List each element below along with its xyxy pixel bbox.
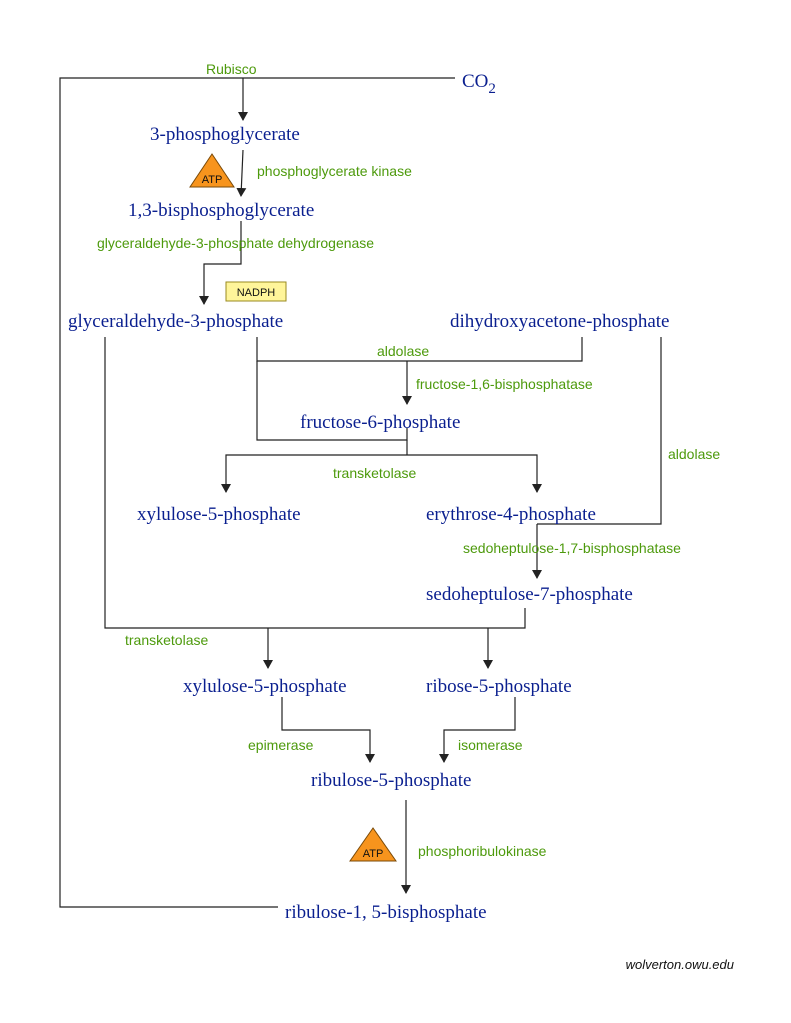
nadph-box: [225, 281, 287, 302]
atp-label-2: ATP: [363, 848, 384, 860]
atp-badge-1: ATP: [189, 153, 235, 188]
aldolase-1-line: [256, 337, 583, 362]
enzyme-fbpase: fructose-1,6-bisphosphatase: [416, 376, 593, 392]
metabolite-xylulose-5-phosphate-1: xylulose-5-phosphate: [137, 504, 301, 525]
atp-label-1: ATP: [202, 174, 223, 186]
enzyme-aldolase-1: aldolase: [377, 343, 429, 359]
epimerase-arrow: [281, 697, 375, 763]
metabolite-ribulose-5-phosphate: ribulose-5-phosphate: [311, 770, 471, 791]
metabolite-ribulose-1-5-bisphosphate: ribulose-1, 5-bisphosphate: [285, 902, 487, 923]
enzyme-isomerase: isomerase: [458, 737, 523, 753]
cycle-return-line: [59, 77, 455, 908]
enzyme-transketolase-1: transketolase: [333, 465, 416, 481]
enzyme-rubisco: Rubisco: [206, 61, 257, 77]
metabolite-3-phosphoglycerate: 3-phosphoglycerate: [150, 124, 300, 145]
metabolite-1-3-bisphosphoglycerate: 1,3-bisphosphoglycerate: [128, 200, 314, 221]
f6p-bracket-line: [256, 361, 408, 441]
metabolite-erythrose-4-phosphate: erythrose-4-phosphate: [426, 504, 596, 525]
to-xu5p-1-arrow: [221, 454, 407, 493]
nadph-label: NADPH: [237, 287, 276, 299]
metabolite-fructose-6-phosphate: fructose-6-phosphate: [300, 412, 460, 433]
enzyme-aldolase-2: aldolase: [668, 446, 720, 462]
metabolite-glyceraldehyde-3-phosphate: glyceraldehyde-3-phosphate: [68, 311, 283, 332]
aldolase-2-line: [537, 337, 662, 525]
gapdh-arrow: [199, 221, 242, 305]
source-credit: wolverton.owu.edu: [626, 957, 734, 972]
enzyme-transketolase-2: transketolase: [125, 632, 208, 648]
isomerase-arrow: [439, 697, 516, 763]
metabolite-ribose-5-phosphate: ribose-5-phosphate: [426, 676, 572, 697]
co2-subscript: 2: [488, 81, 496, 97]
enzyme-phosphoglycerate-kinase: phosphoglycerate kinase: [257, 163, 412, 179]
co2-label: CO2: [462, 71, 496, 97]
to-e4p-arrow: [407, 454, 542, 493]
metabolite-xylulose-5-phosphate-2: xylulose-5-phosphate: [183, 676, 347, 697]
enzyme-epimerase: epimerase: [248, 737, 314, 753]
enzyme-gapdh: glyceraldehyde-3-phosphate dehydrogenase: [97, 235, 374, 251]
transketolase-2-line: [104, 337, 526, 629]
atp-triangle-icon-2: [349, 827, 397, 862]
enzyme-phosphoribulokinase: phosphoribulokinase: [418, 843, 547, 859]
metabolite-sedoheptulose-7-phosphate: sedoheptulose-7-phosphate: [426, 584, 633, 605]
atp-triangle-icon: [189, 153, 235, 188]
nadph-badge: NADPH: [225, 281, 287, 302]
enzyme-sbpase: sedoheptulose-1,7-bisphosphatase: [463, 540, 681, 556]
pgk-arrow: [236, 149, 247, 197]
metabolite-dihydroxyacetone-phosphate: dihydroxyacetone-phosphate: [450, 311, 669, 332]
atp-badge-2: ATP: [349, 827, 397, 862]
co2-main: CO: [462, 71, 488, 92]
